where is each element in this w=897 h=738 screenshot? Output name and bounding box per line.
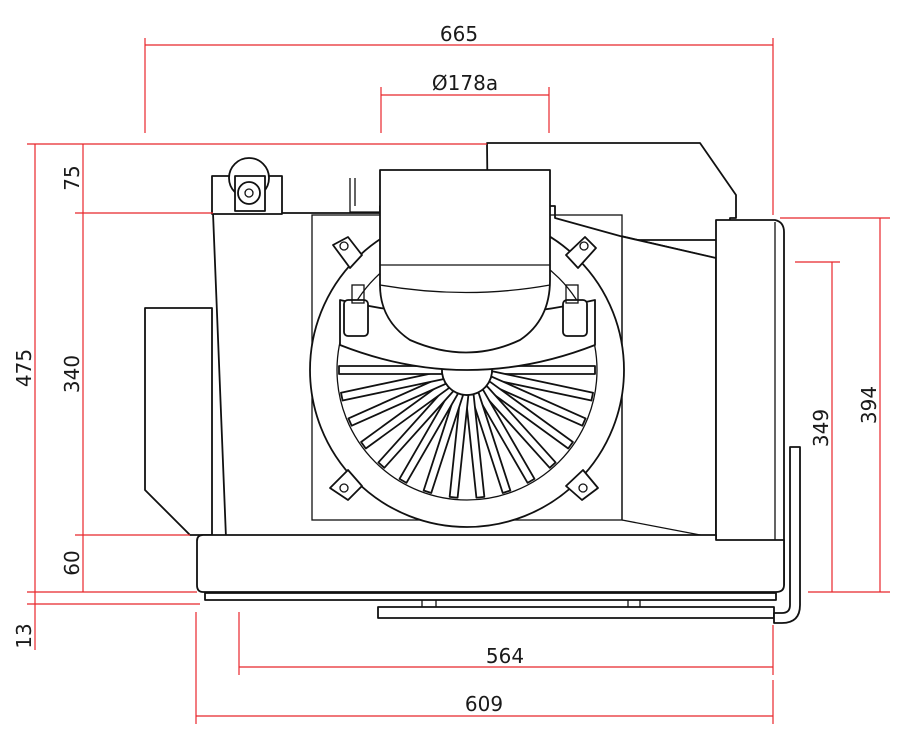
top-fitting	[211, 157, 283, 215]
fan-blade	[347, 375, 447, 427]
dim-outlet-diameter: Ø178a	[432, 71, 498, 95]
dim-overall-height: 475	[12, 349, 36, 387]
handle-bracket	[773, 446, 801, 624]
fan-blade	[398, 388, 459, 484]
dim-base-width: 609	[465, 692, 503, 716]
outlet-duct	[379, 169, 551, 354]
dimension-labels: 665 Ø178a 475 75 340 60 13 394 349 564 6…	[12, 22, 881, 716]
dim-inner-width: 564	[486, 644, 524, 668]
fan-blades	[338, 365, 596, 499]
mount-ear-bl	[329, 469, 363, 501]
fan-blade	[487, 375, 587, 427]
fan-blade	[475, 388, 536, 484]
fan-blade	[360, 380, 451, 450]
clamp-left	[343, 284, 369, 337]
dim-overall-width: 665	[440, 22, 478, 46]
base-plate	[196, 534, 785, 593]
fan-blade	[422, 391, 464, 494]
base-feet	[204, 592, 777, 601]
fan-blade	[464, 393, 486, 499]
fan-blade	[448, 393, 470, 499]
fan-blade	[483, 380, 574, 450]
left-rear-panel	[144, 307, 213, 536]
fan-blade	[479, 385, 557, 469]
dim-top-offset: 75	[60, 165, 84, 190]
fan-blade	[338, 365, 443, 375]
rail-studs	[421, 600, 641, 607]
dim-feet-height: 13	[12, 623, 36, 648]
dim-inner-right-height: 349	[809, 409, 833, 447]
fan-blade	[489, 370, 594, 402]
dimension-lines	[27, 38, 890, 724]
mount-ear-tl	[332, 236, 363, 269]
fan-blade	[377, 385, 455, 469]
mount-ear-tr	[565, 236, 597, 269]
mount-ear-br	[565, 469, 599, 501]
duct-neck	[379, 264, 551, 294]
right-column	[715, 219, 785, 586]
duct-bracket	[349, 178, 380, 213]
fan-blade	[470, 391, 512, 494]
dim-body-height: 340	[60, 355, 84, 393]
clamp-right	[562, 284, 588, 337]
machine-outline	[144, 142, 801, 624]
dim-right-height: 394	[857, 386, 881, 424]
bottom-rail	[377, 606, 775, 619]
fan-blade	[340, 370, 445, 402]
dim-base-height: 60	[60, 550, 84, 575]
